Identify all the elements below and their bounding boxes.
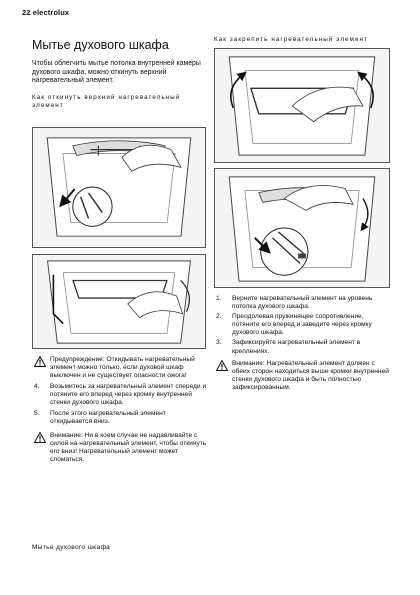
left-lower-text: Предупреждение: Откидывать нагревательны… [32,356,208,464]
step-text: Возьмитесь за нагревательный элемент спе… [50,383,207,407]
subsection-label-fold-down: Как откинуть верхний нагревательный элем… [32,93,181,109]
oven-illustration [215,49,389,162]
step-item: 2. Преодолевая пружинящее сопротивление, … [214,313,390,337]
step-text: Верните нагревательный элемент на уровен… [232,295,373,311]
step-number: 2. [216,313,222,321]
warning-icon [216,359,228,371]
subsection-label-fix: Как закрепить нагревательный элемент [214,36,368,43]
footer-section-label: Мытье духового шкафа [32,544,111,551]
step-item: 5. После этого нагревательный элемент отк… [32,410,208,426]
step-text: Зафиксируйте нагревательный элемент в кр… [232,339,361,355]
caution-block: Внимание: Нагревательный элемент должен … [214,359,390,392]
step-number: 1. [216,295,222,302]
step-text: Преодолевая пружинящее сопротивление, по… [232,313,372,337]
oven-illustration [215,169,389,287]
caution-block: Внимание: Ни в коем случае не надавливай… [32,431,208,464]
step-item: 4. Возьмитесь за нагревательный элемент с… [32,383,208,407]
section-title: Мытье духового шкафа [32,38,169,52]
figure-fold-heating-element-2 [32,254,206,349]
warning-text: Предупреждение: Откидывать нагревательны… [50,356,195,380]
intro-paragraph: Чтобы облегчить мытье потолка внутренней… [32,60,201,85]
left-steps-list: 4. Возьмитесь за нагревательный элемент с… [32,383,208,425]
warning-icon [34,431,46,443]
right-lower-text: 1. Верните нагревательный элемент на уров… [214,295,390,392]
oven-illustration [33,255,205,348]
page-number-header: 22 electrolux [22,8,70,17]
warning-icon [34,356,46,367]
left-column: Мытье духового шкафа Чтобы облегчить мыт… [32,36,208,113]
right-steps-list: 1. Верните нагревательный элемент на уров… [214,295,390,356]
step-number: 3. [216,339,222,347]
oven-illustration [33,128,205,247]
warning-block: Предупреждение: Откидывать нагревательны… [32,356,208,380]
figure-fix-heating-element-1 [214,48,390,163]
step-number: 5. [34,409,40,417]
figure-fold-heating-element-1 [32,127,206,248]
caution-text: Внимание: Нагревательный элемент должен … [232,359,389,391]
figure-fix-heating-element-2 [214,168,390,288]
step-item: 3. Зафиксируйте нагревательный элемент в … [214,339,390,355]
caution-text: Внимание: Ни в коем случае не надавливай… [50,431,207,464]
step-text: После этого нагревательный элемент откид… [50,409,166,425]
step-item: 1. Верните нагревательный элемент на уров… [214,295,390,311]
step-number: 4. [34,383,40,391]
right-column: Как закрепить нагревательный элемент [214,36,390,47]
